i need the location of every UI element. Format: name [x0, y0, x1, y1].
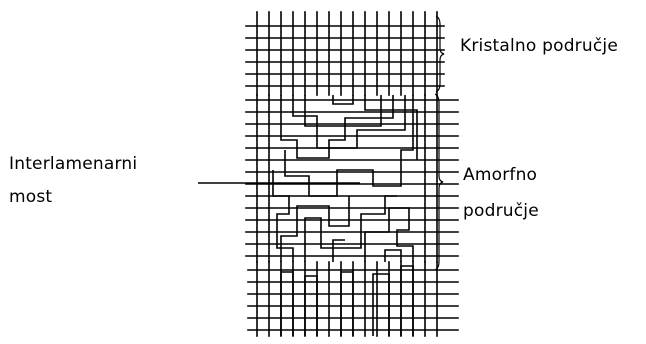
polymer-chain-segment	[293, 95, 405, 148]
polymer-chain-segment	[373, 274, 389, 336]
interlamellar-bridge-label-line1: Interlamenarni	[9, 152, 137, 176]
amorphous-region-label-line2: područje	[463, 199, 539, 223]
amorphous-region-label-line1: Amorfno	[463, 163, 537, 187]
polymer-chains	[273, 95, 417, 336]
interlamellar-bridge-label-line2: most	[9, 185, 52, 209]
polymer-chain-segment	[401, 266, 413, 336]
crystalline-region-label: Kristalno područje	[460, 34, 618, 58]
polymer-chain-segment	[281, 196, 349, 262]
polymer-chain-segment	[365, 208, 413, 262]
lattice-grid	[246, 12, 458, 336]
